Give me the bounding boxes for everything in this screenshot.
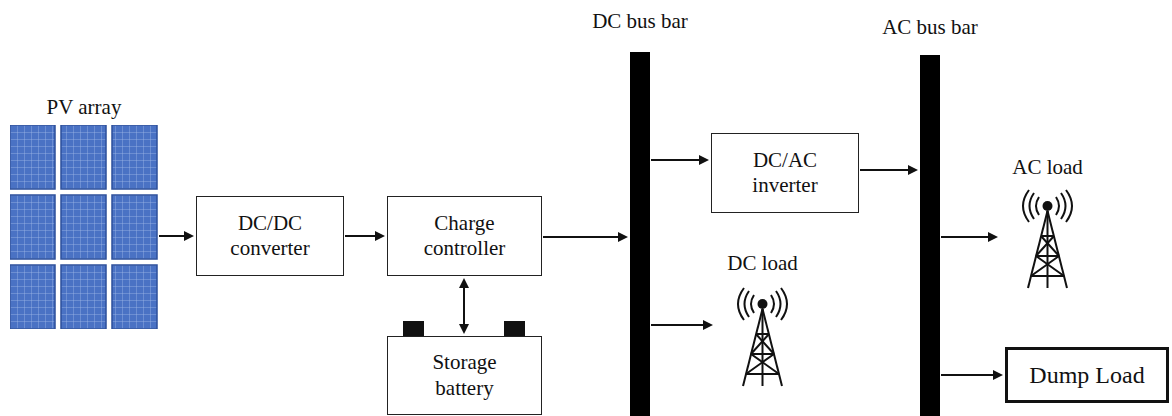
bus-bar: DC bus bar bbox=[630, 52, 650, 416]
pv-panel bbox=[112, 195, 157, 259]
tower-stroke bbox=[746, 354, 779, 374]
connector-line bbox=[651, 324, 705, 326]
dump-load-box: Dump Load bbox=[1005, 347, 1169, 403]
pv-panel bbox=[112, 125, 157, 189]
pv-panel bbox=[61, 265, 106, 329]
node-title: DC load bbox=[727, 251, 798, 276]
load-tower: AC load bbox=[1000, 188, 1095, 290]
connector-line bbox=[941, 374, 995, 376]
tower-stroke bbox=[781, 288, 787, 320]
connector-arrow bbox=[860, 165, 918, 175]
pv-panel bbox=[10, 265, 55, 329]
connector-arrow bbox=[651, 155, 709, 165]
tower-stroke bbox=[776, 291, 781, 317]
arrow-head bbox=[184, 231, 194, 241]
box-label: DC/AC inverter bbox=[738, 148, 832, 198]
pv-panel bbox=[61, 125, 106, 189]
tower-stroke bbox=[745, 291, 750, 317]
tower-stroke bbox=[1023, 190, 1029, 222]
pv-panel-grid bbox=[10, 125, 158, 329]
connector-arrow bbox=[159, 231, 194, 241]
connector-line bbox=[651, 159, 701, 161]
pv-array: PV array bbox=[10, 125, 158, 329]
arrow-head bbox=[375, 231, 385, 241]
tower-stroke bbox=[738, 288, 744, 320]
process-box: Storage battery bbox=[387, 336, 542, 415]
box-label: DC/DC converter bbox=[223, 211, 317, 261]
process-box: DC/DC converter bbox=[196, 196, 344, 276]
tower-stroke bbox=[751, 334, 774, 354]
connector-arrow bbox=[543, 232, 628, 242]
tower-stroke bbox=[1031, 256, 1064, 276]
process-box: Charge controller bbox=[387, 196, 542, 276]
tower-symbol bbox=[715, 286, 810, 388]
node-title: PV array bbox=[47, 95, 122, 120]
arrow-head bbox=[459, 278, 469, 288]
bus-bar: AC bus bar bbox=[920, 55, 940, 416]
box-label: Storage battery bbox=[414, 350, 515, 400]
connector-line bbox=[860, 169, 910, 171]
pv-panel bbox=[112, 265, 157, 329]
connector-line bbox=[463, 286, 465, 326]
arrow-head bbox=[993, 370, 1003, 380]
tower-stroke bbox=[1036, 197, 1039, 215]
tower-stroke bbox=[751, 353, 774, 355]
arrow-head bbox=[988, 232, 998, 242]
connector-line bbox=[543, 236, 620, 238]
node-title: DC bus bar bbox=[592, 9, 688, 34]
tower-stroke bbox=[1036, 255, 1059, 257]
tower-stroke bbox=[1031, 275, 1064, 277]
tower-stroke bbox=[1036, 236, 1059, 256]
connector-arrow bbox=[941, 370, 1003, 380]
connector-arrow bbox=[941, 232, 998, 242]
antenna-dot bbox=[1043, 201, 1053, 211]
node-title: AC load bbox=[1012, 155, 1083, 180]
pv-panel bbox=[10, 195, 55, 259]
arrow-head bbox=[908, 165, 918, 175]
tower-stroke bbox=[1066, 190, 1072, 222]
connector-arrow bbox=[345, 231, 385, 241]
connector-arrow bbox=[651, 320, 713, 330]
antenna-dot bbox=[758, 299, 768, 309]
connector-line bbox=[941, 236, 990, 238]
load-tower: DC load bbox=[715, 286, 810, 388]
tower-symbol bbox=[1000, 188, 1095, 290]
connector-line bbox=[159, 235, 186, 237]
battery-terminal bbox=[504, 321, 525, 337]
tower-stroke bbox=[1061, 193, 1066, 219]
arrow-head bbox=[459, 324, 469, 334]
node-title: AC bus bar bbox=[882, 15, 978, 40]
tower-stroke bbox=[751, 295, 754, 313]
arrow-head bbox=[703, 320, 713, 330]
connector-arrow bbox=[459, 278, 469, 334]
process-box: DC/AC inverter bbox=[711, 133, 859, 213]
tower-stroke bbox=[1056, 197, 1059, 215]
tower-stroke bbox=[1030, 193, 1035, 219]
box-label: Dump Load bbox=[1029, 362, 1144, 389]
box-label: Charge controller bbox=[414, 211, 515, 261]
tower-stroke bbox=[746, 373, 779, 375]
arrow-head bbox=[618, 232, 628, 242]
battery-terminal bbox=[403, 321, 424, 337]
arrow-head bbox=[699, 155, 709, 165]
tower-stroke bbox=[771, 295, 774, 313]
connector-line bbox=[345, 235, 377, 237]
pv-panel bbox=[10, 125, 55, 189]
pv-panel bbox=[61, 195, 106, 259]
